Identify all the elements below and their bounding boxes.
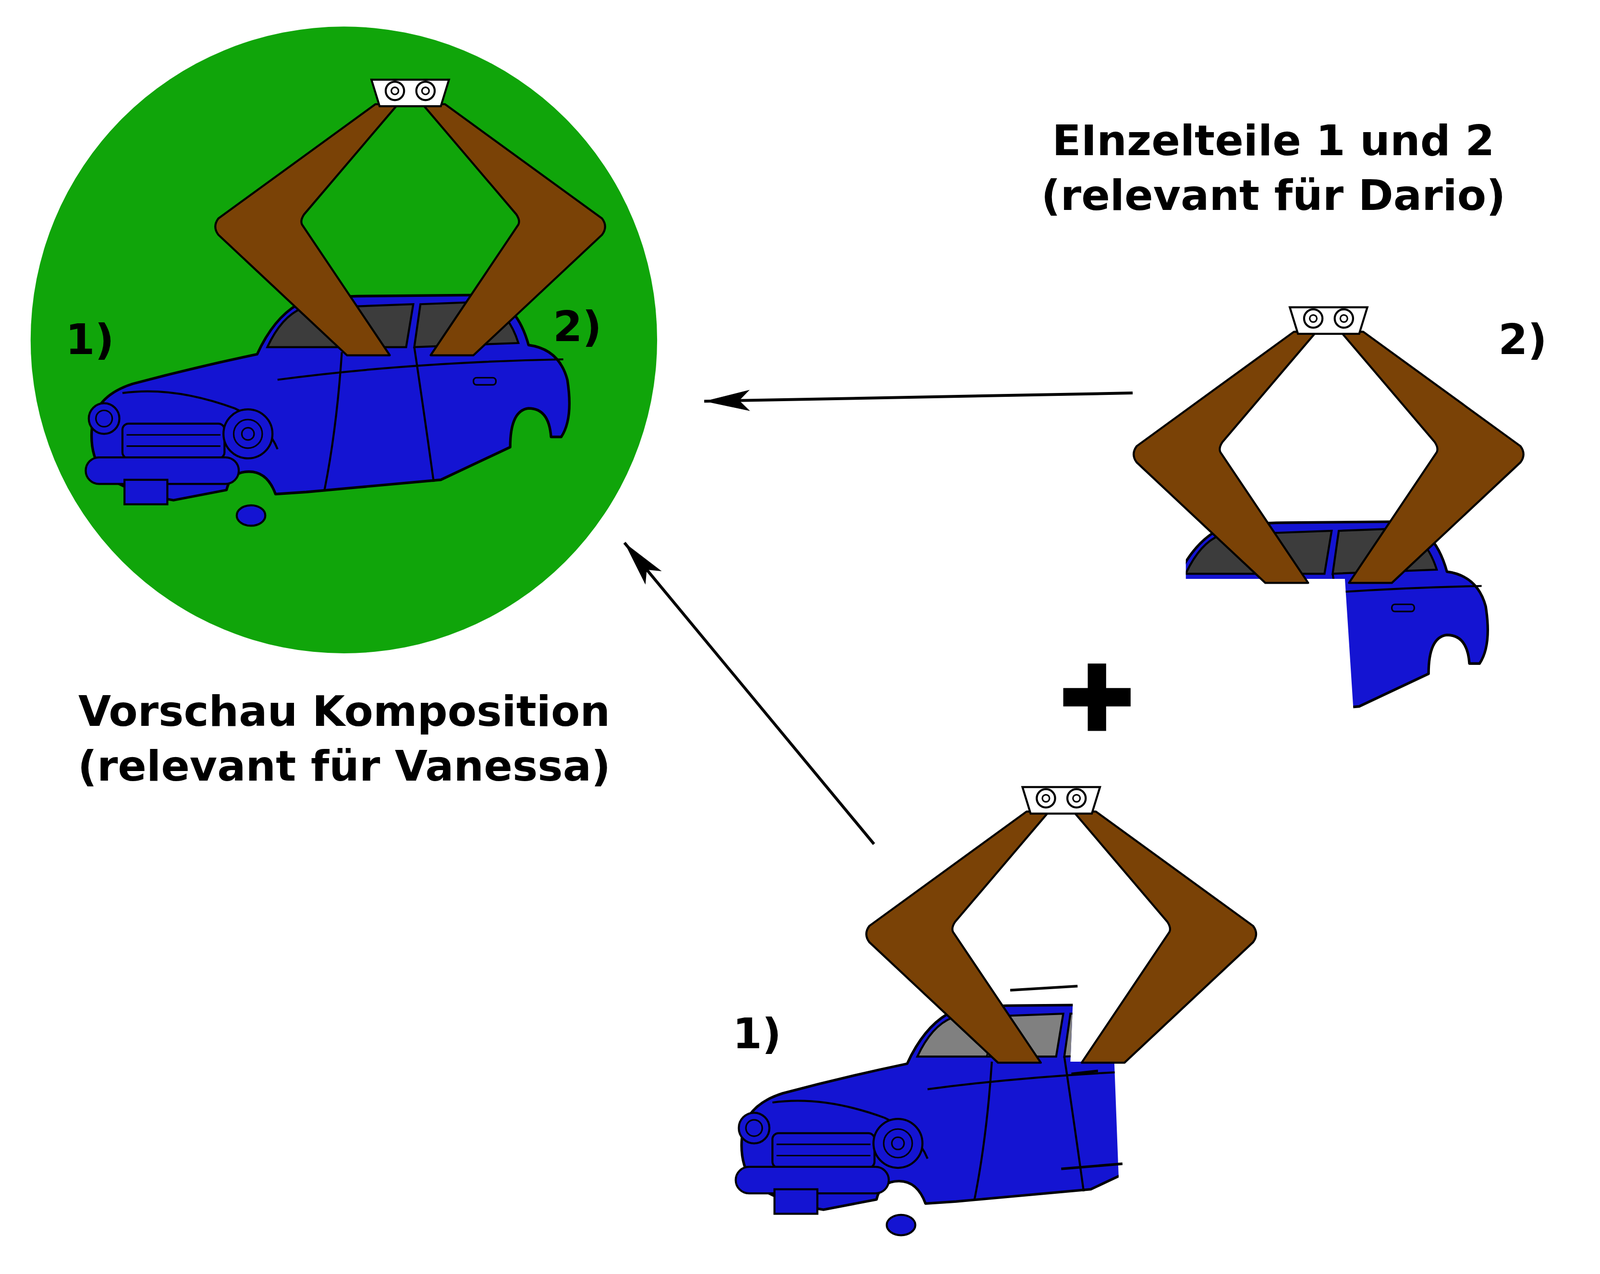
- composition-preview: 1) 2) Vorschau Komposition (relevant für V…: [30, 26, 658, 800]
- preview-circle: [30, 26, 658, 654]
- callout-number: 2): [552, 299, 602, 355]
- gripper: [866, 786, 1257, 1063]
- part-illustration: 1): [729, 780, 1261, 1242]
- preview-heading: Vorschau Komposition (relevant für Vanes…: [30, 683, 658, 794]
- callout-number: 2): [1498, 312, 1547, 367]
- part-illustration: 2): [1132, 297, 1556, 707]
- cut-edge: [1010, 986, 1123, 1169]
- plus-sign: [1063, 663, 1131, 731]
- gripper: [1133, 307, 1524, 584]
- callout-number: 1): [732, 1006, 782, 1062]
- connector-arrow: [704, 392, 1133, 402]
- gripper: [215, 79, 606, 356]
- callout-number: 1): [65, 312, 114, 367]
- parts-heading: EInzelteile 1 und 2 (relevant für Dario): [985, 113, 1562, 224]
- connector-arrow: [624, 542, 875, 844]
